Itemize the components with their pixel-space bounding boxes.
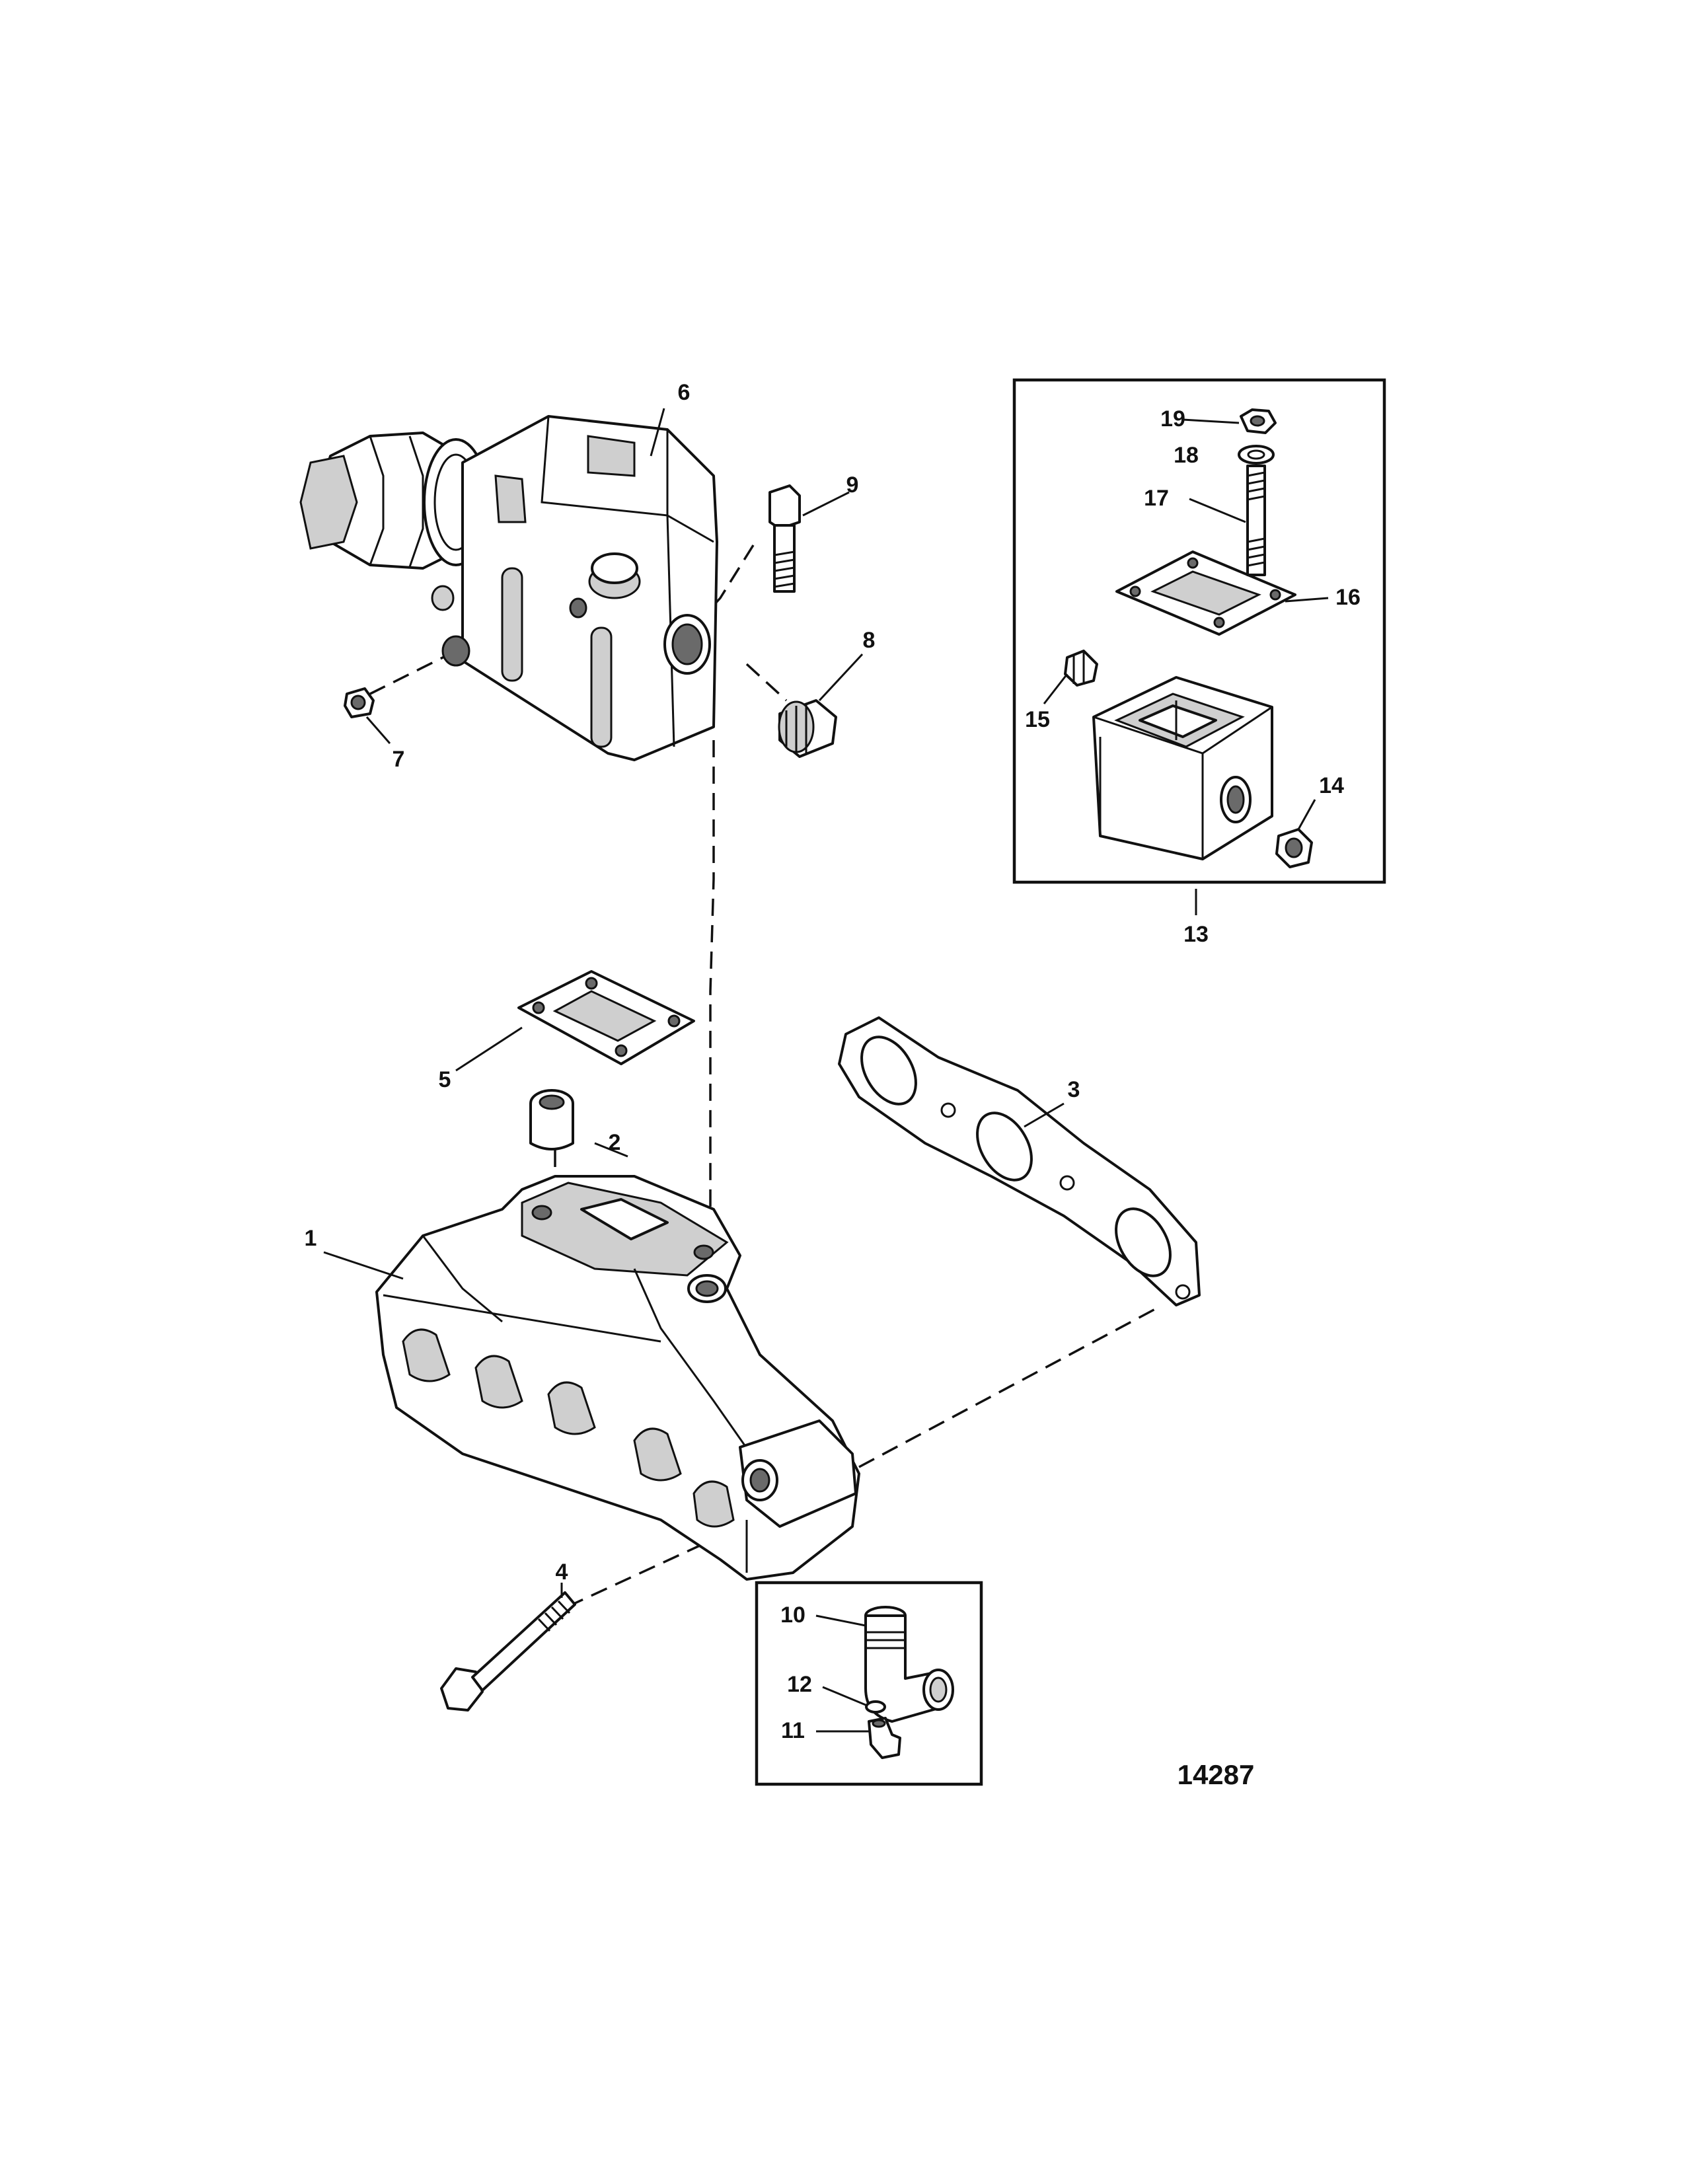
leader-lines: [323, 408, 1329, 1733]
callout-7: 7: [393, 747, 405, 772]
part-10-hose-fitting: [864, 1606, 954, 1723]
part-6-exhaust-elbow: [299, 415, 718, 761]
callout-19: 19: [1160, 406, 1185, 432]
callout-11: 11: [781, 1718, 805, 1743]
callout-18: 18: [1174, 443, 1199, 468]
callout-9: 9: [846, 472, 859, 498]
part-19-nut: [1240, 408, 1277, 434]
part-5-gasket: [517, 970, 695, 1065]
callout-5: 5: [439, 1067, 451, 1092]
part-18-washer: [1238, 445, 1275, 465]
inset-box-fittings: [755, 1581, 983, 1786]
part-13-block: [1092, 676, 1273, 860]
callout-6: 6: [678, 380, 691, 405]
callout-14: 14: [1319, 773, 1344, 798]
callout-17: 17: [1144, 486, 1169, 511]
part-4-bolt: [440, 1591, 576, 1712]
callout-16: 16: [1335, 585, 1361, 610]
callout-8: 8: [863, 628, 876, 653]
part-11-fitting: [868, 1717, 901, 1759]
callout-4: 4: [556, 1560, 568, 1585]
callout-1: 1: [305, 1226, 317, 1251]
callout-13: 13: [1183, 922, 1209, 947]
part-16-gasket: [1115, 550, 1296, 636]
part-14-plug: [1275, 828, 1313, 868]
figure-number: 14287: [1178, 1759, 1255, 1790]
callout-10: 10: [780, 1602, 805, 1628]
part-17-stud: [1246, 465, 1266, 576]
part-3-manifold-gasket: [838, 1016, 1201, 1306]
part-15-plug: [1064, 650, 1098, 687]
inset-box-part-13: [1012, 378, 1386, 884]
part-2-plug: [529, 1089, 574, 1150]
callout-12: 12: [787, 1672, 812, 1697]
callout-3: 3: [1068, 1077, 1080, 1102]
part-1-exhaust-manifold: [375, 1175, 860, 1581]
callout-2: 2: [609, 1130, 621, 1155]
callout-15: 15: [1025, 707, 1050, 732]
part-12-o-ring: [865, 1700, 886, 1713]
part-9-bolt: [768, 484, 801, 593]
callout-labels: 1 2 3 4 5 6 7 8 9 10 11 12 13 14 15 16 1…: [305, 380, 1361, 1743]
part-8-plug: [778, 699, 837, 758]
part-7-small-plug: [344, 687, 375, 718]
